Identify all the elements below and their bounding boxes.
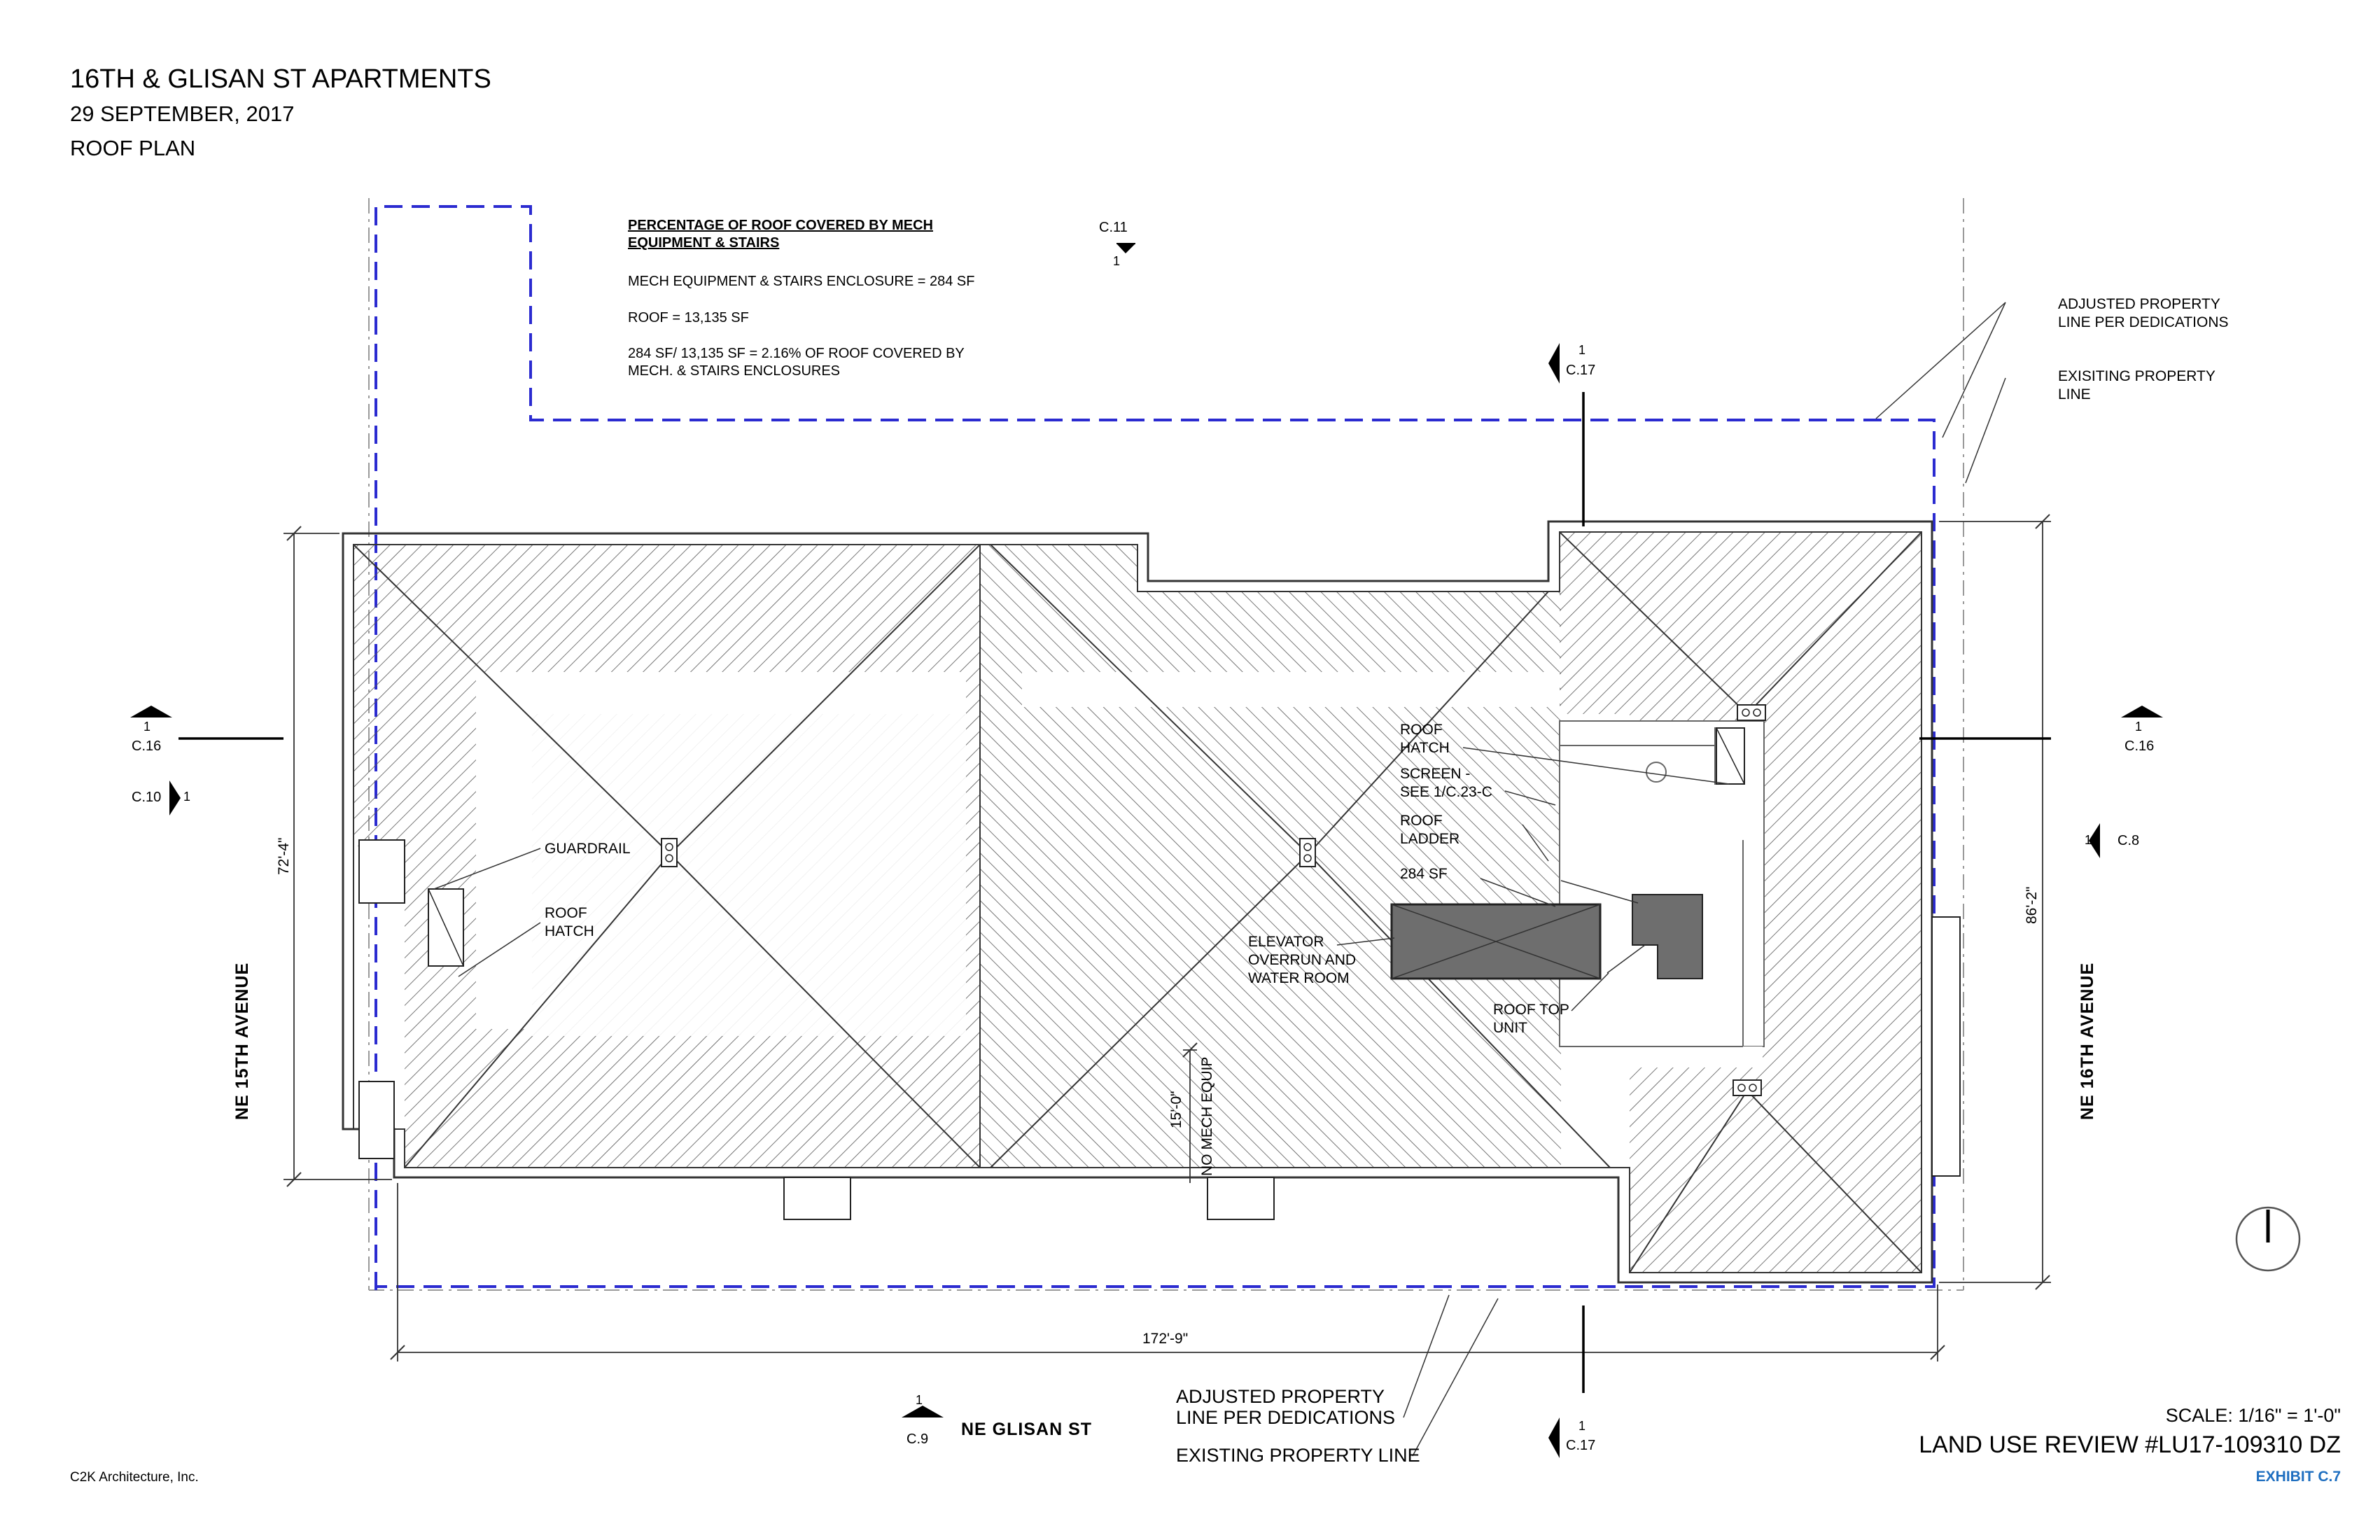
ref-c16-east-number: 1 [2135, 720, 2143, 734]
setback-dimension: 15'-0" [1168, 1091, 1184, 1129]
existing-property-line [368, 198, 1964, 1291]
roof-ladder-label-l2: LADDER [1400, 831, 1460, 847]
area-284-label: 284 SF [1400, 866, 1448, 882]
section-cut-lines [178, 392, 2051, 1393]
leader-lines [433, 302, 2006, 1457]
right-height-dimension: 86'-2" [2024, 886, 2040, 925]
notes-line-equipment: MECH EQUIPMENT & STAIRS ENCLOSURE = 284 … [628, 274, 975, 289]
elevator-label-l2: OVERRUN AND [1248, 952, 1357, 968]
elevator-label-l1: ELEVATOR [1248, 934, 1324, 950]
adjusted-property-line [374, 205, 1935, 1290]
rtu-label-l1: ROOF TOP [1493, 1002, 1569, 1018]
adjusted-line-bottom-label-l1: ADJUSTED PROPERTY [1176, 1386, 1385, 1407]
ref-c17-top-sheet: C.17 [1566, 363, 1596, 378]
dimension-lines [284, 521, 2051, 1362]
notes-line-ratio-cont: MECH. & STAIRS ENCLOSURES [628, 363, 841, 379]
section-markers [130, 243, 2163, 1458]
existing-line-top-label-l1: EXISITING PROPERTY [2058, 368, 2216, 384]
no-mech-equip-label: NO MECH EQUIP [1199, 1056, 1215, 1176]
ref-c10-number: 1 [183, 790, 191, 804]
ref-c8-sheet: C.8 [2118, 833, 2140, 848]
notes-heading-line2: EQUIPMENT & STAIRS [628, 235, 780, 251]
drawing-date: 29 SEPTEMBER, 2017 [70, 102, 295, 126]
roof-ladder-label-l1: ROOF [1400, 813, 1443, 829]
exhibit-number: EXHIBIT C.7 [2255, 1469, 2341, 1485]
roof-valleys [353, 531, 1922, 1273]
firm-name: C2K Architecture, Inc. [70, 1470, 199, 1485]
land-use-review-number: LAND USE REVIEW #LU17-109310 DZ [1919, 1432, 2341, 1458]
existing-line-bottom-label: EXISTING PROPERTY LINE [1176, 1445, 1420, 1466]
ref-c9-sheet: C.9 [906, 1432, 929, 1447]
ref-c16-west-sheet: C.16 [132, 738, 162, 754]
roof-hatch-east-label-l2: HATCH [1400, 740, 1450, 756]
ref-c16-east-sheet: C.16 [2124, 738, 2155, 754]
screen-label-l2: SEE 1/C.23-C [1400, 784, 1492, 800]
project-title: 16TH & GLISAN ST APARTMENTS [70, 64, 491, 94]
west-balconies [358, 839, 464, 1159]
street-west: NE 15TH AVENUE [232, 962, 252, 1120]
street-south: NE GLISAN ST [961, 1420, 1093, 1439]
adjusted-line-top-label-l2: LINE PER DEDICATIONS [2058, 314, 2229, 330]
notes-heading-line1: PERCENTAGE OF ROOF COVERED BY MECH [628, 218, 933, 233]
bottom-width-dimension: 172'-9" [1142, 1331, 1189, 1347]
elevator-label-l3: WATER ROOM [1248, 970, 1350, 986]
ref-c8-number: 1 [2085, 833, 2092, 847]
adjusted-line-top-label-l1: ADJUSTED PROPERTY [2058, 296, 2220, 312]
north-arrow [2235, 1206, 2301, 1272]
roof-hatch-west-label-l1: ROOF [545, 905, 587, 921]
ref-c10-sheet: C.10 [132, 790, 162, 805]
existing-line-top-label-l2: LINE [2058, 386, 2091, 402]
ref-c11-sheet: C.11 [1099, 220, 1128, 235]
scale-note: SCALE: 1/16" = 1'-0" [2165, 1405, 2341, 1426]
ref-c17-bottom-number: 1 [1578, 1419, 1586, 1433]
notes-line-ratio: 284 SF/ 13,135 SF = 2.16% OF ROOF COVERE… [628, 346, 965, 361]
ref-c9-number: 1 [916, 1393, 923, 1407]
street-east: NE 16TH AVENUE [2078, 962, 2097, 1120]
roof-top-unit [1632, 894, 1703, 979]
roof-hatch-east-label-l1: ROOF [1400, 722, 1443, 738]
roof-hatch-middle [980, 545, 1561, 1168]
ref-c16-west-number: 1 [144, 720, 151, 734]
ref-c17-bottom-sheet: C.17 [1566, 1438, 1596, 1453]
guardrail-label: GUARDRAIL [545, 841, 631, 857]
ref-c11-number: 1 [1113, 254, 1121, 268]
roof-hatch-west-label-l2: HATCH [545, 923, 594, 939]
rtu-label-l2: UNIT [1493, 1020, 1527, 1036]
left-height-dimension: 72'-4" [276, 837, 292, 876]
sheet-title: ROOF PLAN [70, 136, 196, 160]
screen-label-l1: SCREEN - [1400, 766, 1471, 782]
adjusted-line-bottom-label-l2: LINE PER DEDICATIONS [1176, 1407, 1396, 1428]
ref-c17-top-number: 1 [1578, 343, 1586, 357]
south-balconies [783, 1177, 1275, 1220]
notes-line-roof: ROOF = 13,135 SF [628, 310, 749, 326]
